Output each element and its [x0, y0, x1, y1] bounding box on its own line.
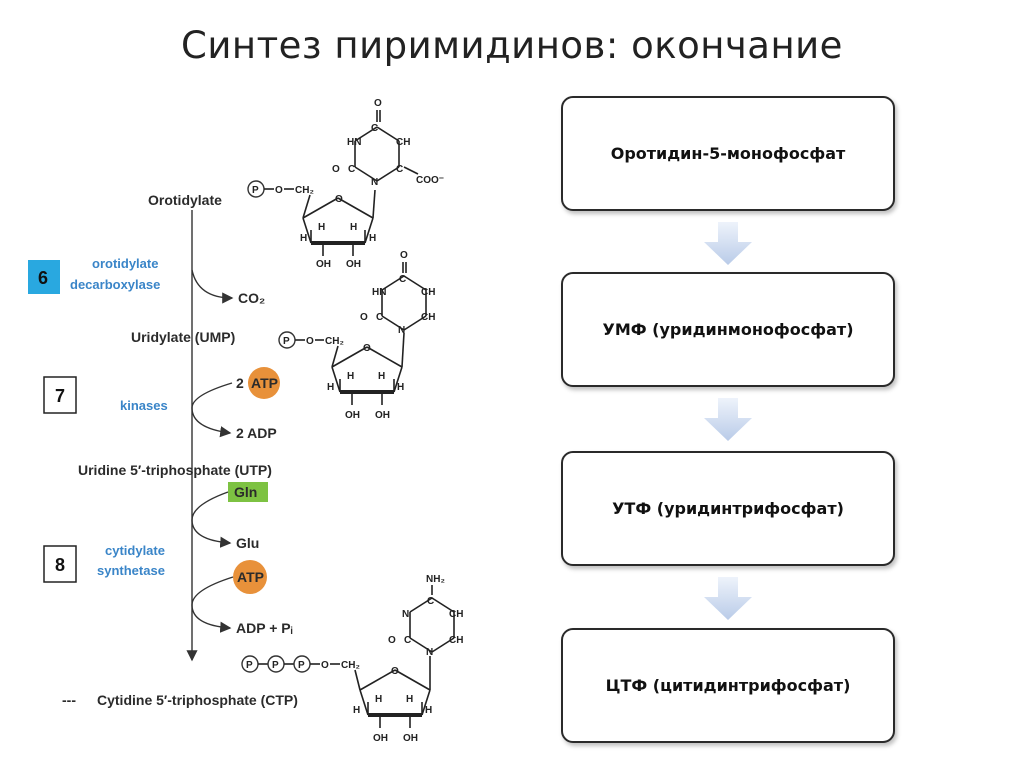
svg-text:CH₂: CH₂ — [325, 336, 344, 347]
glu-label: Glu — [236, 535, 259, 551]
svg-text:H: H — [397, 382, 404, 393]
svg-text:HN: HN — [372, 287, 386, 298]
svg-text:H: H — [425, 705, 432, 716]
down-arrow-icon — [704, 398, 752, 441]
svg-text:O: O — [360, 312, 368, 323]
svg-text:C: C — [404, 635, 411, 646]
atp-circle-step8 — [233, 560, 267, 594]
down-arrow-icon — [704, 222, 752, 265]
svg-text:O: O — [332, 164, 340, 175]
svg-text:N: N — [371, 177, 378, 188]
svg-text:H: H — [347, 371, 354, 382]
step-6-enzyme-line1: orotidylate — [92, 256, 158, 271]
svg-text:C: C — [376, 312, 383, 323]
svg-text:O: O — [400, 250, 408, 261]
step-7-output: 2 ADP — [236, 425, 277, 441]
utp-label: Uridine 5′-triphosphate (UTP) — [78, 462, 272, 478]
flow-box-utp: УТФ (уридинтрифосфат) — [561, 451, 895, 566]
step-7-number: 7 — [55, 386, 65, 406]
svg-text:H: H — [378, 371, 385, 382]
gln-box — [228, 482, 268, 502]
svg-text:O: O — [335, 194, 343, 205]
svg-text:OH: OH — [346, 259, 361, 270]
svg-text:C: C — [399, 274, 406, 285]
svg-text:H: H — [327, 382, 334, 393]
step-8-atp: ATP — [237, 569, 264, 585]
gln-label: Gln — [234, 484, 257, 500]
svg-text:COO⁻: COO⁻ — [416, 175, 444, 186]
orotidylate-label: Orotidylate — [148, 192, 222, 208]
svg-text:OH: OH — [373, 733, 388, 744]
svg-text:H: H — [353, 705, 360, 716]
ctp-structure: P P P O CH₂ O H H H H OH OH N N C NH₂ C … — [241, 574, 463, 744]
step-8-badge — [43, 545, 77, 583]
svg-text:O: O — [363, 343, 371, 354]
svg-text:C: C — [348, 164, 355, 175]
svg-text:H: H — [300, 233, 307, 244]
step-8-number: 8 — [55, 555, 65, 575]
svg-text:H: H — [318, 222, 325, 233]
svg-text:C: C — [427, 596, 434, 607]
svg-text:HN: HN — [347, 137, 361, 148]
co2-label: CO₂ — [238, 290, 265, 306]
svg-text:CH₂: CH₂ — [341, 660, 360, 671]
svg-text:CH: CH — [449, 609, 463, 620]
svg-text:N: N — [426, 647, 433, 658]
ump-label: Uridylate (UMP) — [131, 329, 235, 345]
svg-text:OH: OH — [345, 410, 360, 421]
svg-text:H: H — [369, 233, 376, 244]
slide-title: Синтез пиримидинов: окончание — [181, 24, 843, 67]
svg-text:P: P — [246, 660, 253, 671]
ctp-dashes: --- — [62, 692, 76, 708]
svg-text:P: P — [252, 185, 259, 196]
svg-text:NH₂: NH₂ — [426, 574, 445, 585]
svg-text:OH: OH — [403, 733, 418, 744]
svg-text:O: O — [321, 660, 329, 671]
step-7-badge — [43, 376, 77, 414]
svg-text:C: C — [396, 164, 403, 175]
svg-text:H: H — [406, 694, 413, 705]
flow-box-ctp: ЦТФ (цитидинтрифосфат) — [561, 628, 895, 743]
down-arrow-icon — [704, 577, 752, 620]
step-7-input-number: 2 — [236, 375, 244, 391]
step-6-number: 6 — [38, 268, 48, 288]
orotidylate-structure: P O CH₂ O H H H H OH OH N HN C O C O CH … — [247, 98, 444, 270]
svg-text:CH: CH — [421, 312, 435, 323]
svg-text:N: N — [402, 609, 409, 620]
svg-text:CH₂: CH₂ — [295, 185, 314, 196]
svg-text:P: P — [272, 660, 279, 671]
step-8-enzyme-line2: synthetase — [97, 563, 165, 578]
flow-box-omp: Оротидин-5-монофосфат — [561, 96, 895, 211]
svg-text:O: O — [275, 185, 283, 196]
svg-text:O: O — [388, 635, 396, 646]
svg-text:C: C — [371, 123, 378, 134]
svg-text:O: O — [374, 98, 382, 109]
ctp-label: Cytidine 5′-triphosphate (CTP) — [97, 692, 298, 708]
svg-text:CH: CH — [449, 635, 463, 646]
svg-text:O: O — [391, 666, 399, 677]
svg-text:OH: OH — [316, 259, 331, 270]
step-8-enzyme-line1: cytidylate — [105, 543, 165, 558]
svg-text:OH: OH — [375, 410, 390, 421]
step-6-enzyme-line2: decarboxylase — [70, 277, 160, 292]
step-7-atp: ATP — [251, 375, 278, 391]
svg-text:CH: CH — [421, 287, 435, 298]
svg-text:O: O — [306, 336, 314, 347]
atp-circle — [248, 367, 280, 399]
step-7-enzyme: kinases — [120, 398, 168, 413]
svg-text:CH: CH — [396, 137, 410, 148]
pathway-diagram: Orotidylate Uridylate (UMP) Uridine 5′-t… — [28, 98, 463, 744]
svg-text:P: P — [283, 336, 290, 347]
flow-box-ump: УМФ (уридинмонофосфат) — [561, 272, 895, 387]
svg-text:P: P — [298, 660, 305, 671]
adp-pi-label: ADP + Pᵢ — [236, 620, 293, 636]
svg-text:H: H — [350, 222, 357, 233]
step-6-badge — [28, 260, 60, 294]
ump-structure: P O CH₂ O H H H H OH OH N HN C O C O CH … — [278, 250, 435, 421]
svg-text:H: H — [375, 694, 382, 705]
svg-text:N: N — [398, 325, 405, 336]
